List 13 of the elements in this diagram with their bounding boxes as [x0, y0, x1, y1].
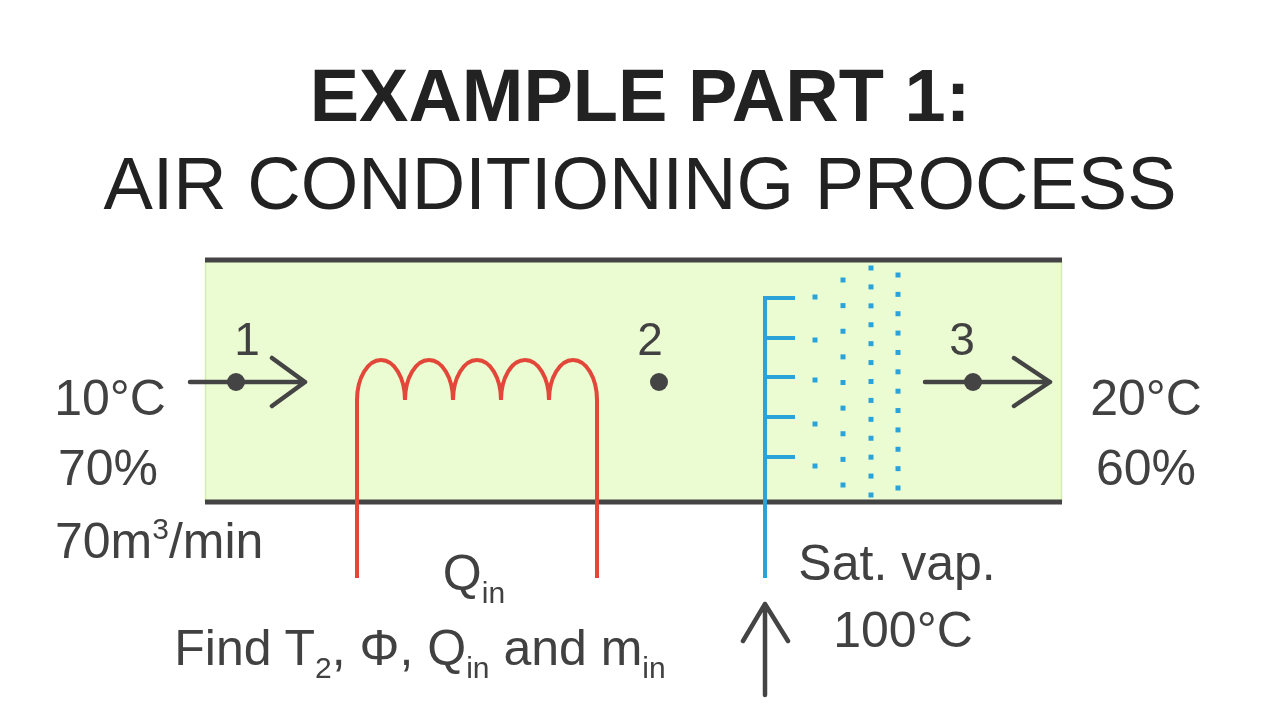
- steam-temperature: 100°C: [833, 605, 973, 655]
- steam-label: Sat. vap.: [798, 538, 996, 588]
- callout-number: 1: [234, 316, 260, 362]
- inlet-humidity: 70%: [57, 443, 159, 493]
- callout-number: 2: [637, 316, 663, 362]
- problem-statement: Find T$_{2}$, Φ, Q$_{in}$ and m$_{in}$: [174, 623, 666, 686]
- inlet-flow-rate: 70m$^{3}$/min: [55, 516, 264, 566]
- inlet-temperature: 10°C: [54, 373, 166, 423]
- heat-input-label: Q$_{in}$: [442, 548, 506, 611]
- title: EXAMPLE PART 1: AIR CONDITIONING PROCESS: [103, 53, 1177, 227]
- callout-number: 3: [949, 316, 975, 362]
- outlet-humidity: 60%: [1095, 443, 1197, 493]
- outlet-temperature: 20°C: [1090, 373, 1202, 423]
